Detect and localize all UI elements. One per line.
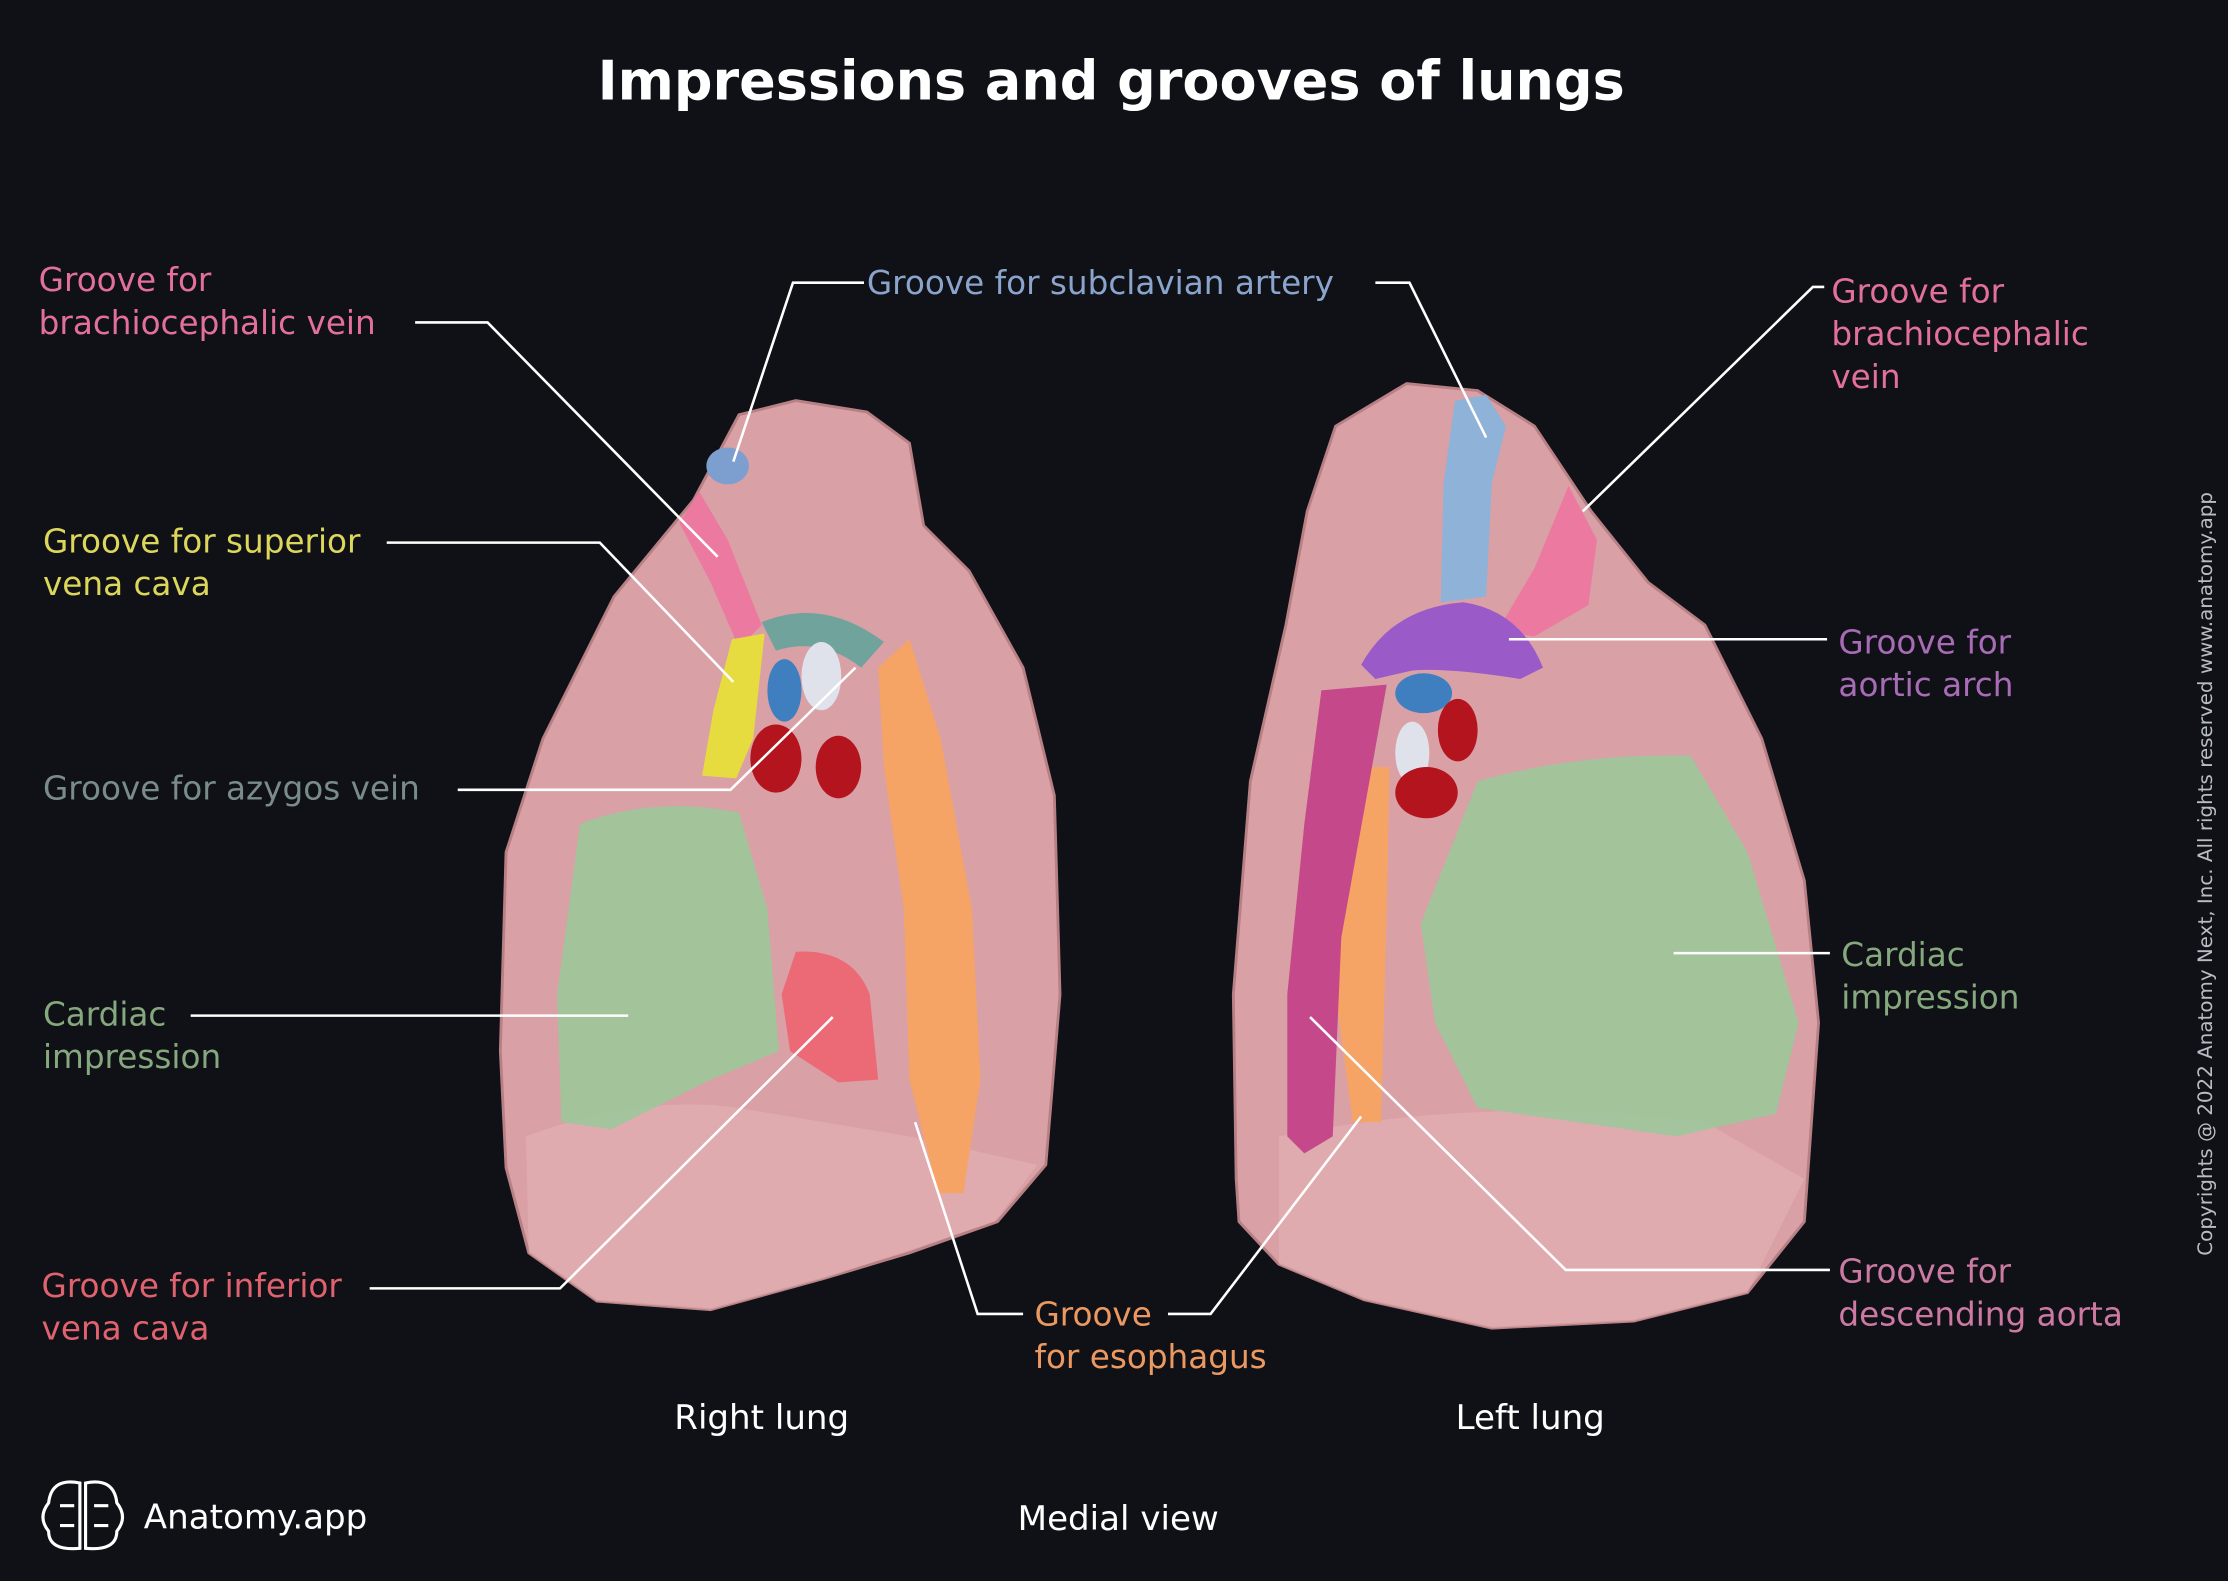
leader-line xyxy=(732,281,864,463)
left-lung-base xyxy=(1278,1110,1805,1329)
leader-lines xyxy=(190,281,1830,1316)
right-brachiocephalic-groove xyxy=(679,491,762,648)
right-esophagus-groove xyxy=(878,639,981,1194)
right-cardiac-impression xyxy=(557,806,779,1130)
left-cardiac-impression xyxy=(1420,755,1799,1137)
bronchus xyxy=(801,642,842,711)
brand-name: Anatomy.app xyxy=(144,1497,368,1537)
left-esophagus-groove xyxy=(1335,767,1390,1123)
leader-line xyxy=(1167,1115,1363,1316)
label-left-brachiocephalic-vein: Groove for brachiocephalic vein xyxy=(1831,273,2099,396)
leader-line xyxy=(457,666,857,792)
brain-icon xyxy=(41,1480,125,1551)
label-right-cardiac-impression: Cardiac impression xyxy=(43,996,221,1077)
pulmonary-vessel xyxy=(1437,698,1478,762)
leader-line xyxy=(369,1016,834,1290)
right-svc-groove xyxy=(702,633,765,779)
left-aortic-arch-groove xyxy=(1361,602,1543,679)
left-brachiocephalic-groove xyxy=(1497,485,1597,637)
bronchus xyxy=(767,659,802,722)
label-aortic-arch: Groove for aortic arch xyxy=(1838,623,2021,704)
label-azygos-vein: Groove for azygos vein xyxy=(43,770,420,808)
view-caption: Medial view xyxy=(1018,1499,1219,1539)
pulmonary-vessel xyxy=(1395,767,1458,819)
copyright: Copyrights @ 2022 Anatomy Next, Inc. All… xyxy=(2194,492,2217,1256)
label-right-brachiocephalic-vein: Groove for brachiocephalic vein xyxy=(39,261,376,342)
label-descending-aorta: Groove for descending aorta xyxy=(1838,1253,2122,1334)
right-lung xyxy=(498,399,1062,1312)
page-title: Impressions and grooves of lungs xyxy=(598,49,1625,112)
left-descending-aorta-groove xyxy=(1287,684,1387,1154)
pulmonary-vessel xyxy=(815,735,862,799)
label-superior-vena-cava: Groove for superior vena cava xyxy=(43,523,371,604)
label-esophagus: Groove for esophagus xyxy=(1034,1295,1266,1376)
leader-line xyxy=(1375,281,1488,439)
left-lung-caption: Left lung xyxy=(1456,1398,1605,1438)
label-inferior-vena-cava: Groove for inferior vena cava xyxy=(42,1267,353,1348)
left-lung xyxy=(1231,382,1820,1330)
leader-line xyxy=(913,1121,1024,1316)
leader-line xyxy=(386,541,735,683)
right-ivc-groove xyxy=(781,951,879,1083)
label-left-cardiac-impression: Cardiac impression xyxy=(1841,936,2019,1017)
left-subclavian-groove xyxy=(1440,394,1507,603)
label-subclavian-artery: Groove for subclavian artery xyxy=(867,264,1334,302)
right-azygos-groove xyxy=(761,612,884,668)
leader-line xyxy=(1309,1016,1830,1272)
bronchus xyxy=(1395,673,1453,714)
right-subclavian-groove xyxy=(706,447,749,485)
pulmonary-vessel xyxy=(750,724,802,793)
leader-line xyxy=(415,321,719,558)
labels: Groove for brachiocephalic vein Groove f… xyxy=(39,261,2123,1376)
leader-line xyxy=(1581,285,1825,513)
right-lung-base xyxy=(525,1104,1038,1310)
right-lung-caption: Right lung xyxy=(674,1398,849,1438)
